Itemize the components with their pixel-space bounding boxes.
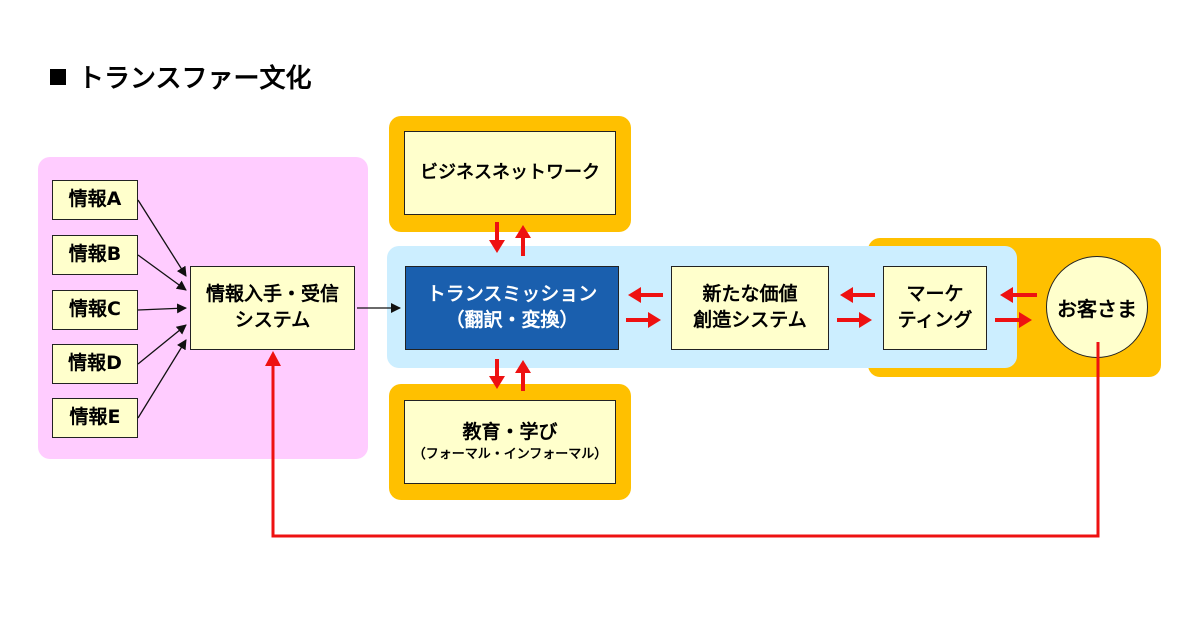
education-box: 教育・学び （フォーマル・インフォーマル） (404, 400, 616, 484)
business-network-box: ビジネスネットワーク (404, 131, 616, 215)
customer-circle: お客さま (1046, 256, 1148, 358)
arrow-info-a (137, 199, 187, 277)
acquisition-system-box: 情報入手・受信 システム (190, 266, 355, 350)
return-arrow-head (265, 351, 281, 366)
arrow-info-d (137, 324, 187, 365)
arrow-info-c (137, 303, 187, 314)
info-source-box-e: 情報E (52, 398, 138, 438)
marketing-box: マーケ ティング (883, 266, 987, 350)
arrow-info-b (137, 254, 187, 291)
title-text: トランスファー文化 (78, 64, 312, 94)
page-title: トランスファー文化 (50, 58, 311, 95)
info-source-box-d: 情報D (52, 344, 138, 384)
info-source-box-c: 情報C (52, 290, 138, 330)
return-feedback-line (271, 342, 1100, 538)
arrow-info-e (137, 339, 187, 419)
value-creation-box: 新たな価値 創造システム (671, 266, 829, 350)
info-source-box-b: 情報B (52, 235, 138, 275)
transmission-box: トランスミッション （翻訳・変換） (405, 266, 619, 350)
bullet-square-icon (50, 68, 66, 85)
info-source-box-a: 情報A (52, 180, 138, 220)
